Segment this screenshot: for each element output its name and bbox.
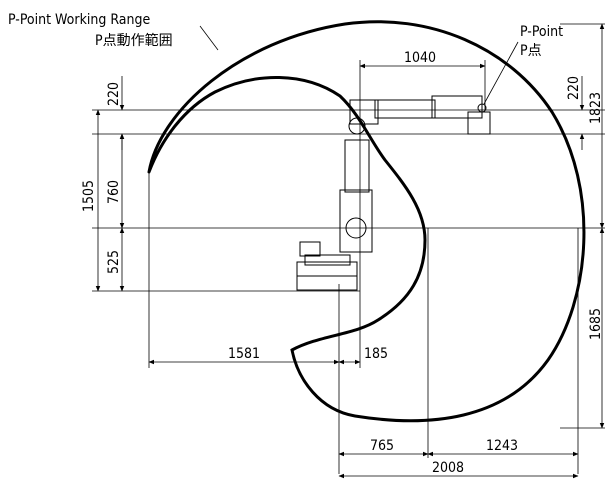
robot-arm bbox=[296, 95, 491, 291]
point-label: P-Point P点 bbox=[483, 24, 563, 105]
dimension-lines bbox=[95, 23, 605, 479]
dim-525: 525 bbox=[106, 250, 122, 274]
range-title: P-Point Working Range P点動作範囲 bbox=[8, 12, 219, 51]
dim-1685: 1685 bbox=[588, 308, 604, 340]
range-title-en: P-Point Working Range bbox=[8, 12, 150, 28]
dim-2008: 2008 bbox=[432, 460, 464, 476]
dim-1243: 1243 bbox=[486, 438, 518, 454]
dim-765: 765 bbox=[370, 438, 394, 454]
point-label-en: P-Point bbox=[520, 24, 563, 40]
dim-185: 185 bbox=[364, 346, 388, 362]
dimension-values: 1040 220 760 1505 525 220 1823 1685 1581… bbox=[81, 50, 604, 476]
point-label-jp: P点 bbox=[520, 43, 542, 59]
dim-left-220: 220 bbox=[106, 82, 122, 106]
reference-lines bbox=[92, 23, 605, 474]
dim-right-220: 220 bbox=[566, 76, 582, 100]
working-range-outline bbox=[147, 20, 586, 423]
dim-1823: 1823 bbox=[588, 92, 604, 124]
dim-760: 760 bbox=[106, 180, 122, 204]
dim-1505: 1505 bbox=[81, 180, 97, 212]
dim-1581: 1581 bbox=[228, 346, 260, 362]
range-title-jp: P点動作範囲 bbox=[95, 32, 173, 49]
dim-1040: 1040 bbox=[404, 50, 436, 66]
